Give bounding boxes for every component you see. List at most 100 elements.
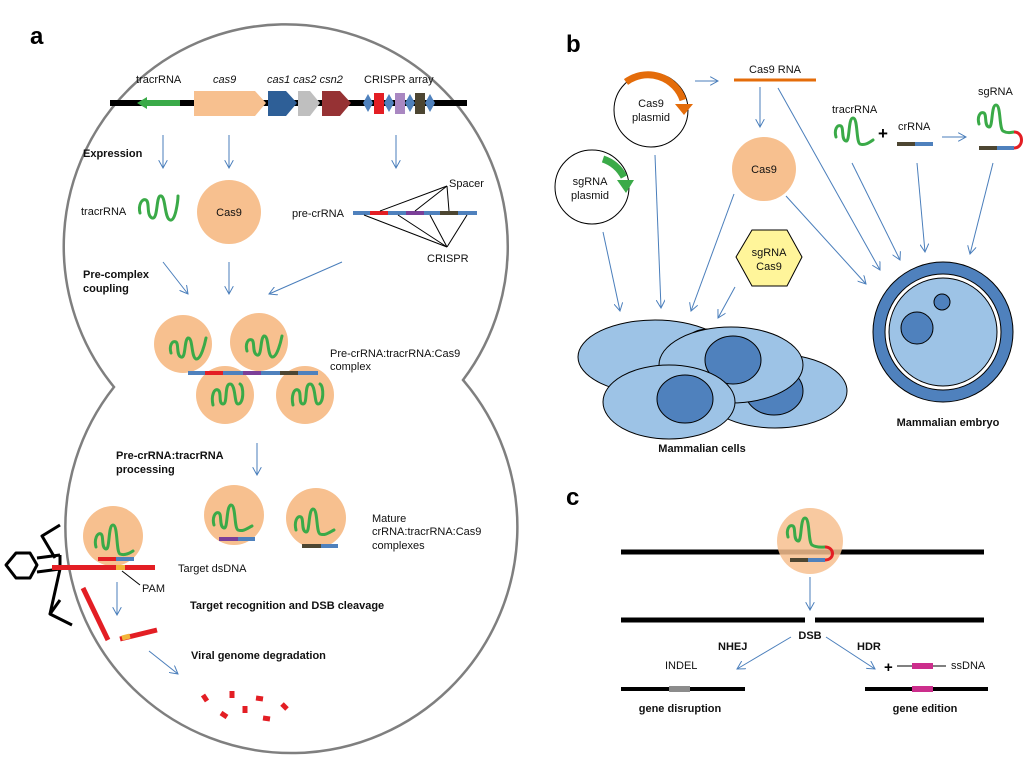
cas9-protein xyxy=(732,137,796,201)
step-pre-complex-2: coupling xyxy=(83,283,129,295)
mammalian-embryo xyxy=(872,261,1014,403)
sgRNA-linker xyxy=(824,545,834,562)
cas9-gene xyxy=(194,91,266,116)
rnp-label-1: sgRNA xyxy=(752,247,788,259)
tracrRNA-strand xyxy=(290,382,325,407)
step-pre-complex-1: Pre-complex xyxy=(83,269,150,281)
cytoplasm xyxy=(888,277,998,387)
spacer-segment xyxy=(897,142,915,146)
tracrRNA-strand xyxy=(93,523,135,557)
arrow-icon xyxy=(851,162,900,260)
repeat-segment xyxy=(808,558,825,562)
gene-track: tracrRNA cas9 cas1 cas2 csn2 CRISPR arra… xyxy=(110,74,467,116)
step-processing-2: processing xyxy=(116,464,175,476)
hdr-label: HDR xyxy=(857,641,881,653)
plus-sign: + xyxy=(884,659,893,676)
mammalian-embryo-label: Mammalian embryo xyxy=(897,417,1000,429)
arrow-icon xyxy=(269,261,343,294)
plasmid-gene-arrow xyxy=(623,71,687,102)
crRNA-label: crRNA xyxy=(898,121,931,133)
arrow-icon xyxy=(602,231,620,311)
tracrRNA-strand xyxy=(293,507,336,536)
spacer-segment xyxy=(406,211,424,215)
degraded-dna-fragments xyxy=(200,691,289,722)
spacer-segment xyxy=(370,211,388,215)
plasmid-arrowhead xyxy=(617,180,634,193)
tracrRNA-strand xyxy=(833,116,875,146)
spacer-segment xyxy=(219,537,238,541)
repeat-segment xyxy=(321,544,338,548)
target-dsdna-strand xyxy=(52,565,155,570)
repeat-segment xyxy=(238,537,255,541)
indel-mutation xyxy=(669,686,690,692)
spacer-segment xyxy=(790,558,808,562)
pam-site xyxy=(116,565,125,570)
cas9-plasmid: Cas9 plasmid xyxy=(613,71,693,148)
arrow-icon xyxy=(654,154,661,308)
arrow-icon xyxy=(970,162,994,254)
cleaved-dna-fragment xyxy=(80,586,111,642)
cas9-protein xyxy=(197,180,261,244)
cas2-gene xyxy=(298,91,320,116)
bacterial-cell-outline xyxy=(62,23,519,755)
mature-complexes xyxy=(204,485,346,548)
cas9-plasmid-label-2: plasmid xyxy=(632,112,670,124)
spacer-segment xyxy=(280,371,298,375)
repeat-segment xyxy=(915,142,933,146)
step-target-recognition: Target recognition and DSB cleavage xyxy=(190,600,384,612)
tracrRNA-gene-arrowhead xyxy=(137,97,147,109)
pre-crRNA-strand xyxy=(353,211,477,215)
pam-fragment xyxy=(121,633,131,641)
rnp-label-2: Cas9 xyxy=(756,261,782,273)
arrow-icon xyxy=(777,87,880,270)
mature-label-3: complexes xyxy=(372,540,425,552)
sgRNA-linker xyxy=(1013,130,1023,150)
repeat-segment xyxy=(116,557,134,561)
spacer-segment xyxy=(302,544,321,548)
tracrRNA-strand xyxy=(211,503,254,532)
arrow-icon xyxy=(162,261,188,294)
repeat-segment xyxy=(997,146,1014,150)
tracrRNA-strand xyxy=(138,194,180,222)
gene-edition-label: gene edition xyxy=(893,703,958,715)
complex-label-2: complex xyxy=(330,361,371,373)
spacer-block xyxy=(374,93,384,114)
arrow-icon xyxy=(785,195,866,284)
panel-label-b: b xyxy=(566,31,581,58)
pre-crRNA-label: pre-crRNA xyxy=(292,208,345,220)
sgrna-plasmid-label-1: sgRNA xyxy=(573,176,609,188)
sgrna-plasmid-label-2: plasmid xyxy=(571,190,609,202)
spacer-segment xyxy=(205,371,223,375)
cas9-protein xyxy=(83,506,143,566)
pre-complex xyxy=(154,313,334,424)
panel-label-c: c xyxy=(566,484,579,511)
plus-sign: + xyxy=(878,124,888,143)
crispr-callout-lines xyxy=(363,214,468,248)
indel-label: INDEL xyxy=(665,660,697,672)
step-expression: Expression xyxy=(83,148,143,160)
repeat-diamond xyxy=(405,94,415,112)
cas9-sgrna-complex xyxy=(777,508,843,574)
step-processing-1: Pre-crRNA:tracrRNA xyxy=(116,450,224,462)
tracrRNA-strand xyxy=(210,382,245,407)
spacer-segment xyxy=(243,371,261,375)
crispr-label: CRISPR xyxy=(427,253,469,265)
pam-label: PAM xyxy=(142,583,165,595)
cas9-protein-label: Cas9 xyxy=(751,164,777,176)
arrow-icon xyxy=(825,636,875,669)
arrow-icon xyxy=(148,650,178,674)
sgRNA-label: sgRNA xyxy=(978,86,1014,98)
nhej-label: NHEJ xyxy=(718,641,747,653)
tracrRNA-gene xyxy=(145,100,180,106)
csn2-gene xyxy=(322,91,351,116)
spacer-callout-lines xyxy=(379,185,450,212)
mature-label-1: Mature xyxy=(372,513,406,525)
spacer-label: Spacer xyxy=(449,178,484,190)
bacteriophage-icon xyxy=(4,523,73,627)
cas9-plasmid-label-1: Cas9 xyxy=(638,98,664,110)
tracrRNA-strand xyxy=(168,336,208,361)
inserted-sequence xyxy=(912,686,933,692)
nucleus xyxy=(704,335,762,385)
plasmid-arrowhead xyxy=(675,104,693,115)
